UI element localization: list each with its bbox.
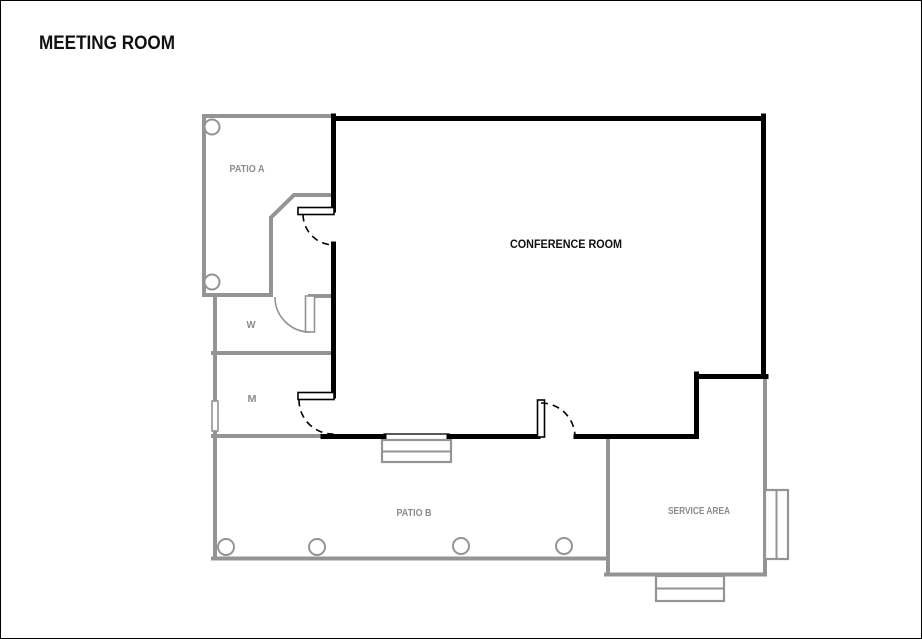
patio-b-column bbox=[555, 537, 573, 555]
conference-west-door-arc bbox=[302, 214, 334, 246]
service-area-walls bbox=[604, 379, 767, 577]
room-label-w: W bbox=[247, 319, 256, 331]
room-label-conference-room: CONFERENCE ROOM bbox=[510, 239, 622, 251]
plan-title: MEETING ROOM bbox=[39, 33, 175, 54]
conference-step-walls bbox=[694, 371, 769, 439]
patio-b-column bbox=[308, 538, 326, 556]
patio-b-column bbox=[452, 537, 470, 555]
room-label-patio-b: PATIO B bbox=[397, 507, 432, 519]
patio-a-column bbox=[203, 118, 221, 136]
m-room-window bbox=[211, 400, 219, 432]
room-label-service-area: SERVICE AREA bbox=[668, 505, 730, 517]
conference-west-door-leaf bbox=[297, 206, 335, 216]
w-room-door-leaf bbox=[304, 295, 316, 333]
m-room-door-arc bbox=[298, 399, 334, 435]
patio-b-column bbox=[217, 538, 235, 556]
m-room-door-leaf bbox=[297, 391, 335, 401]
patio-a-walls bbox=[202, 114, 336, 297]
room-label-m: M bbox=[248, 393, 257, 405]
conference-south-door-leaf bbox=[536, 399, 546, 438]
room-label-patio-a: PATIO A bbox=[230, 163, 265, 175]
patio-a-column bbox=[203, 273, 221, 291]
w-room-door-arc bbox=[274, 296, 311, 333]
conference-south-door-arc bbox=[540, 402, 576, 438]
patio-b-walls bbox=[211, 435, 610, 561]
